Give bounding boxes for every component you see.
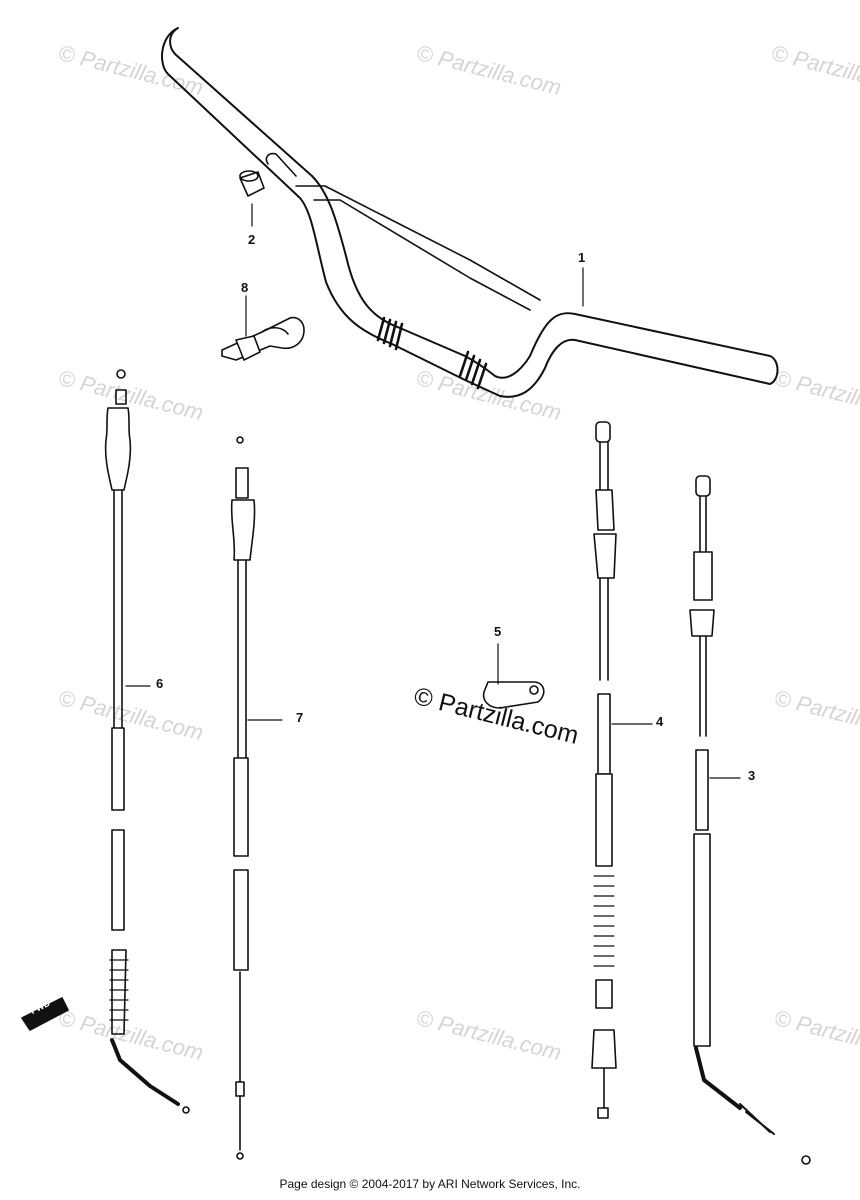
fwd-arrow-badge — [21, 997, 69, 1031]
cable-4[interactable] — [591, 421, 653, 1119]
page-footer: Page design © 2004-2017 by ARI Network S… — [279, 1177, 581, 1191]
cable-3[interactable] — [689, 475, 811, 1165]
handlebar[interactable] — [161, 27, 779, 398]
callout-1: 1 — [578, 250, 586, 265]
callout-2: 2 — [248, 232, 256, 247]
callout-7: 7 — [296, 710, 304, 725]
bracket[interactable] — [482, 643, 545, 709]
callout-3: 3 — [748, 768, 756, 783]
callout-4: 4 — [656, 714, 664, 729]
callout-6: 6 — [156, 676, 164, 691]
callout-5: 5 — [494, 624, 502, 639]
bushing[interactable] — [239, 170, 265, 227]
cable-6[interactable] — [104, 369, 190, 1114]
callout-8: 8 — [241, 280, 249, 295]
clamp[interactable] — [221, 295, 305, 361]
cable-7[interactable] — [230, 436, 283, 1160]
